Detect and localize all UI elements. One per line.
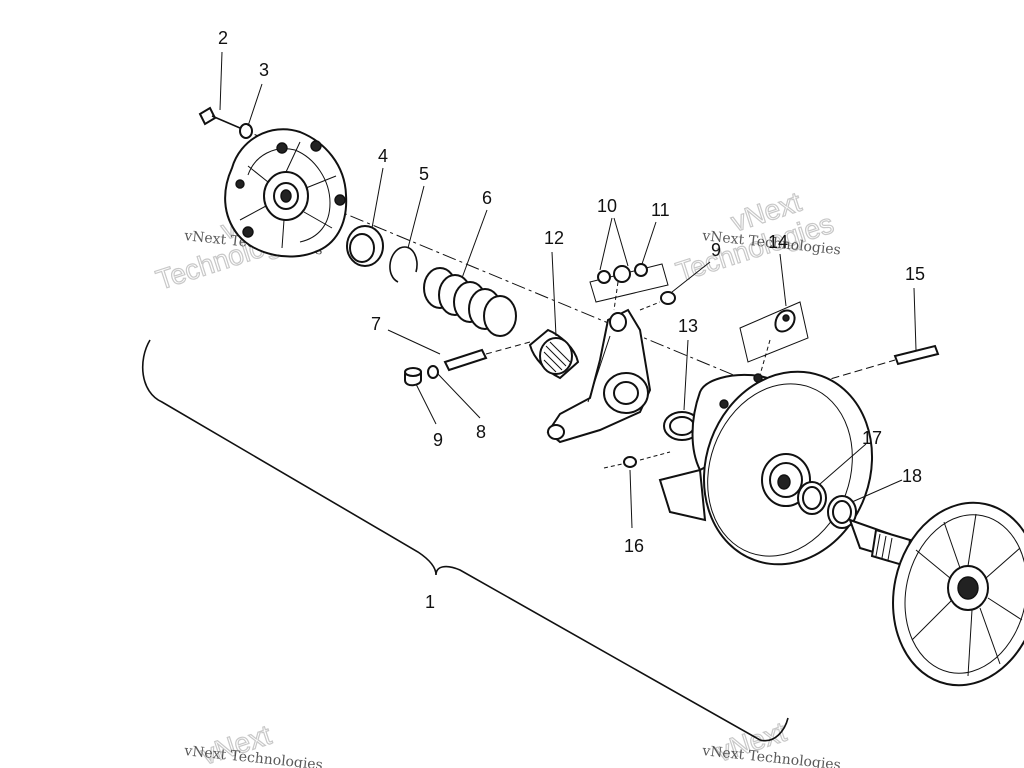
leader-2: [219, 51, 223, 111]
leader-13: [683, 339, 689, 411]
callout-1: 1: [425, 592, 435, 612]
washer-part-8: [427, 365, 439, 379]
leader-10a: [599, 217, 613, 271]
callout-2: 2: [218, 28, 228, 48]
watermark-top-right: Technologies vNext vNext Technologies: [672, 185, 842, 288]
callout-12: 12: [544, 228, 564, 248]
leader-7: [387, 329, 441, 355]
leader-4: [371, 167, 384, 229]
roller-part-9-lower: [404, 367, 422, 387]
leader-5: [407, 185, 425, 249]
leader-18: [851, 479, 903, 503]
leader-6: [461, 209, 488, 279]
pin-part-7: [443, 348, 488, 372]
callout-7: 7: [371, 314, 381, 334]
callout-8: 8: [476, 422, 486, 442]
snap-ring-part-5: [389, 246, 418, 283]
callout-9-lower: 9: [433, 430, 443, 450]
callout-18: 18: [902, 466, 922, 486]
leader-15: [913, 287, 917, 351]
dowel-pin-part-15: [819, 344, 940, 383]
callout-15: 15: [905, 264, 925, 284]
cover-plate: [224, 128, 348, 258]
callout-3: 3: [259, 60, 269, 80]
callout-17: 17: [862, 428, 882, 448]
kit-box-parts-10-11: [589, 263, 669, 311]
callout-5: 5: [419, 164, 429, 184]
callout-4: 4: [378, 146, 388, 166]
callout-11: 11: [651, 200, 670, 220]
set-screw-part-16: [603, 451, 671, 469]
leader-14: [779, 253, 787, 307]
leader-lines: [219, 51, 917, 529]
leader-8: [437, 373, 481, 419]
callout-labels: 2 3 4 5 6 7 8 9 9 10 11 12 13 14 15 16 1…: [218, 28, 925, 612]
callout-16: 16: [624, 536, 644, 556]
assembly-bracket-1: [142, 339, 789, 742]
pin-center-line: [485, 341, 531, 355]
kit-box-part-14: [739, 301, 809, 376]
roller-arm-spider: [546, 308, 652, 444]
moveable-sheave: [658, 370, 874, 566]
callout-6: 6: [482, 188, 492, 208]
leader-9-upper: [671, 261, 711, 293]
nut-part-9-upper: [639, 291, 676, 311]
watermark-bottom-left: vNext vNext Technologies: [183, 718, 324, 768]
leader-12: [551, 251, 557, 337]
leader-10b: [613, 217, 629, 267]
washer-part-3: [239, 123, 253, 139]
leader-16: [629, 469, 633, 529]
bushing-part-17: [797, 481, 827, 515]
watermark-bottom-right: vNext vNext Technologies: [701, 715, 842, 768]
fixed-sheave: [848, 501, 1024, 687]
leader-17: [819, 443, 867, 485]
leader-9-lower: [415, 383, 437, 425]
callout-13: 13: [678, 316, 698, 336]
spider-hub-part-12: [528, 328, 580, 380]
callout-9-upper: 9: [711, 240, 721, 260]
callout-10: 10: [597, 196, 617, 216]
callout-14: 14: [768, 232, 788, 252]
spring-part-6: [423, 267, 517, 337]
leader-3: [247, 83, 263, 127]
leader-11: [641, 221, 657, 265]
bushing-part-4: [346, 225, 384, 267]
